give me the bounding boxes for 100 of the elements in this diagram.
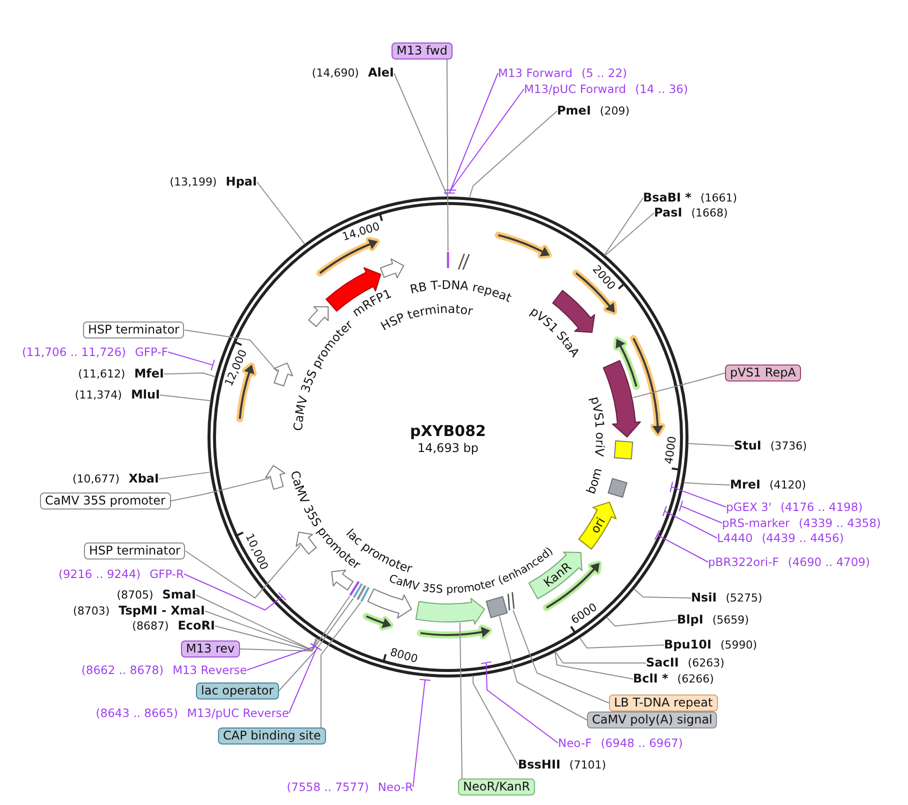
- leader-line: [498, 616, 588, 720]
- repeat-mark: [458, 253, 470, 270]
- enzyme-site-label: NsiI (5275): [691, 590, 762, 606]
- leader-line: [554, 651, 646, 664]
- enzyme-site-label: (11,612) MfeI: [78, 366, 164, 382]
- feature-mark: [360, 586, 370, 602]
- leader-line: [670, 481, 726, 508]
- enzyme-site-label: (8687) EcoRI: [132, 618, 215, 634]
- leader-line: [256, 182, 306, 245]
- leader-line: [444, 88, 524, 191]
- leader-line: [632, 372, 726, 398]
- plasmid-size: 14,693 bp: [417, 441, 479, 455]
- feature-label: pVS1 RepA: [725, 364, 801, 382]
- feature-block: [608, 478, 628, 498]
- feature-label: lac operator: [196, 682, 279, 700]
- feature-symbol: [380, 258, 404, 278]
- leader-line: [320, 602, 362, 728]
- leader-line: [184, 574, 286, 610]
- enzyme-site-label: BclI * (6266): [633, 672, 714, 686]
- repeat-mark: [508, 592, 515, 612]
- enzyme-site-label: BssHII (7101): [518, 758, 606, 772]
- leader-line: [394, 72, 448, 198]
- primer-label: (11,706 .. 11,726) GFP-F: [22, 345, 168, 359]
- feature-label: M13 fwd: [392, 42, 452, 60]
- leader-line: [160, 394, 212, 402]
- leader-line: [472, 675, 518, 766]
- primer-label: pBR322ori-F (4690 .. 4709): [708, 555, 870, 569]
- feature-label: LB T-DNA repeat: [609, 694, 718, 712]
- enzyme-site-label: PasI (1668): [654, 206, 728, 220]
- feature-mark: [356, 585, 366, 600]
- feature-mark: [446, 252, 450, 268]
- feature-symbol: [367, 588, 412, 619]
- primer-label: Neo-F (6948 .. 6967): [558, 736, 683, 750]
- leader-line: [170, 478, 270, 502]
- leader-line: [604, 198, 644, 256]
- feature-label: CAP binding site: [218, 728, 326, 744]
- feature-label: HSP terminator: [83, 322, 184, 338]
- enzyme-site-label: (14,690) AleI: [312, 66, 394, 80]
- leader-line: [604, 212, 654, 256]
- feature-symbol: [264, 465, 286, 490]
- feature-symbol: [273, 362, 294, 386]
- leader-line: [579, 637, 664, 648]
- leader-line: [204, 610, 317, 650]
- enzyme-site-label: PmeI (209): [557, 104, 630, 118]
- primer-label: (8662 .. 8678) M13 Reverse: [81, 663, 247, 677]
- primer-label: L4440 (4439 .. 4456): [717, 531, 844, 545]
- leader-line: [168, 352, 215, 371]
- leader-line: [512, 610, 610, 704]
- primer-label: M13/pUC Forward (14 .. 36): [524, 82, 688, 96]
- leader-line: [554, 651, 634, 680]
- feature-label: CaMV 35S promoter: [40, 492, 170, 510]
- scale-label: 8000: [388, 646, 420, 666]
- enzyme-site-label: StuI (3736): [734, 438, 807, 454]
- feature-mark: [352, 583, 363, 598]
- enzyme-site-label: BlpI (5659): [677, 612, 749, 628]
- feature-label: HSP terminator: [84, 542, 186, 560]
- scale-label: 14,000: [340, 220, 382, 244]
- leader-line: [468, 110, 558, 198]
- scale-label: 4000: [662, 435, 679, 465]
- leader-line: [446, 59, 448, 252]
- leader-line: [460, 622, 462, 779]
- leader-line: [164, 372, 216, 378]
- leader-line: [687, 442, 734, 446]
- enzyme-site-label: SacII (6263): [646, 656, 724, 670]
- leader-line: [443, 72, 498, 194]
- leader-line: [480, 661, 558, 744]
- feature-symbol: ori: [578, 502, 617, 550]
- primer-label: (8643 .. 8665) M13/pUC Reverse: [96, 706, 289, 720]
- leader-line: [662, 506, 718, 538]
- feature-mark: [349, 581, 360, 596]
- primer-label: (9216 .. 9244) GFP-R: [58, 567, 184, 581]
- leader-line: [683, 482, 730, 486]
- leader-line: [239, 596, 350, 652]
- leader-line: [214, 626, 318, 652]
- enzyme-site-label: (8703) TspMI - XmaI: [73, 604, 205, 618]
- primer-label: M13 Forward (5 .. 22): [498, 66, 628, 80]
- enzyme-site-label: MreI (4120): [730, 478, 806, 492]
- primer-label: (7558 .. 7577) Neo-R: [286, 780, 413, 794]
- enzyme-site-label: Bpu10I (5990): [664, 638, 758, 652]
- enzyme-site-label: (11,374) MluI: [74, 388, 160, 402]
- feature-symbol: [415, 598, 486, 625]
- feature-block: [614, 440, 634, 460]
- leader-line: [678, 500, 722, 524]
- feature-label: M13 rev: [181, 640, 240, 658]
- enzyme-site-label: BsaBI * (1661): [643, 190, 738, 206]
- enzyme-site-label: (13,199) HpaI: [170, 174, 257, 190]
- enzyme-site-label: (10,677) XbaI: [72, 472, 159, 486]
- feature-label: CaMV poly(A) signal: [587, 712, 718, 728]
- feature-label: RB T-DNA repeat: [408, 278, 514, 305]
- feature-block: [486, 596, 508, 618]
- leader-line: [654, 530, 708, 562]
- leader-line: [184, 544, 302, 598]
- leader-line: [184, 330, 278, 372]
- primer-label: pGEX 3' (4176 .. 4198): [726, 500, 863, 514]
- plasmid-name: pXYB082: [410, 422, 486, 440]
- leader-line: [278, 598, 354, 692]
- leader-line: [633, 588, 692, 598]
- primer-label: pRS-marker (4339 .. 4358): [722, 516, 881, 530]
- feature-symbol: [331, 570, 354, 590]
- leader-line: [196, 594, 317, 650]
